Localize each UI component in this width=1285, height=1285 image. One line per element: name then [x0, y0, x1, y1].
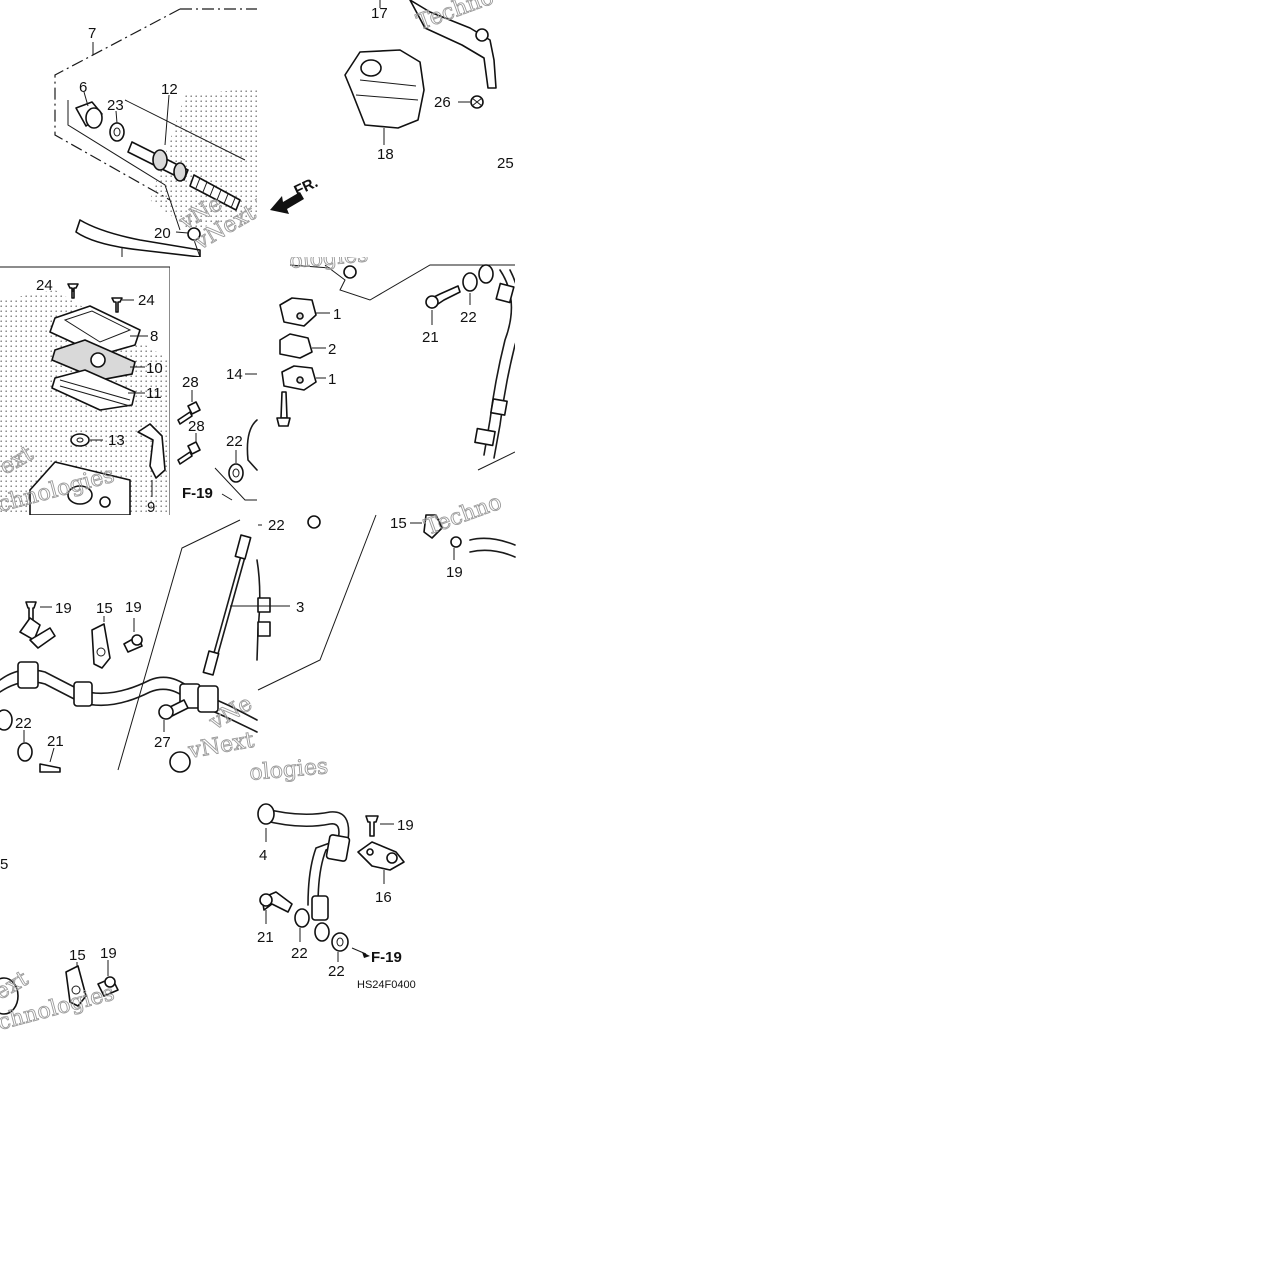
callout-24: 24 — [36, 277, 53, 294]
clamp-bolt-19 — [123, 618, 143, 653]
callout-22: 22 — [268, 517, 285, 534]
master-cylinder-piston-group: vNext Tec vNe 7 6 23 12 20 — [54, 8, 257, 257]
pedal-part — [409, 0, 497, 89]
diaphragm-plate-part — [51, 339, 136, 381]
callout-19: 19 — [125, 599, 142, 616]
callout-8: 8 — [150, 328, 158, 345]
hose-clamp-15 — [91, 616, 111, 669]
reservoir-pedal-group: Techno 17 26 18 25 — [344, 0, 514, 172]
brake-switch-part — [279, 297, 330, 327]
joint-bolt-27 — [158, 699, 189, 732]
reservoir-cap-part — [49, 305, 141, 356]
callout-1: 1 — [328, 371, 336, 388]
switch-screw-part — [276, 391, 291, 427]
rear-brake-hose-part — [257, 803, 351, 921]
small-nut-part — [458, 95, 484, 109]
washer-part — [70, 433, 90, 447]
callout-19: 19 — [446, 564, 463, 581]
master-cylinder-body — [29, 461, 131, 515]
direction-label: FR. — [292, 174, 321, 200]
switch-hose-group: ologies — [276, 242, 515, 471]
callout-26: 26 — [434, 94, 451, 111]
ref-f19: F-19 — [371, 949, 402, 966]
clamp-15-lower — [65, 960, 119, 1007]
piston-cap-part — [75, 101, 103, 129]
piston-assembly-part — [127, 141, 241, 211]
lower-hose-group: ologies 5 4 — [0, 754, 416, 1036]
callout-22: 22 — [291, 945, 308, 962]
callout-22: 22 — [15, 715, 32, 732]
callout-1: 1 — [333, 306, 341, 323]
callout-22: 22 — [328, 963, 345, 980]
callout-19: 19 — [55, 600, 72, 617]
callout-28: 28 — [182, 374, 199, 391]
callout-15: 15 — [96, 600, 113, 617]
pivot-bolt-part — [187, 227, 201, 257]
callout-6: 6 — [79, 79, 87, 96]
master-cylinder-body-group: ext chnologies 24 24 8 10 11 13 9 — [0, 266, 170, 516]
brake-lever-part — [75, 219, 201, 257]
callout-27: 27 — [154, 734, 171, 751]
callout-17: 17 — [371, 5, 388, 22]
svg-text:ologies: ologies — [288, 242, 369, 274]
reservoir-part — [344, 0, 425, 145]
bolt-19-lower — [365, 815, 394, 837]
callout-14: 14 — [226, 366, 243, 383]
callout-28: 28 — [188, 418, 205, 435]
callout-19: 19 — [100, 945, 117, 962]
callout-25: 25 — [497, 155, 514, 172]
ref-f19: F-19 — [182, 485, 213, 502]
sealing-washers-part — [462, 264, 494, 305]
callout-22: 22 — [460, 309, 477, 326]
banjo-bolt-part — [425, 285, 461, 325]
seal-ring-part — [109, 122, 125, 142]
callout-13: 13 — [108, 432, 125, 449]
callout-10: 10 — [146, 360, 163, 377]
brake-hose-clamp-group: 22 3 — [0, 489, 516, 773]
callout-9: 9 — [147, 499, 155, 516]
brake-switch-part — [281, 365, 326, 391]
callout-20: 20 — [154, 225, 171, 242]
figure-code: HS24F0400 — [357, 979, 416, 991]
clamp-16 — [357, 841, 405, 884]
callout-24: 24 — [138, 292, 155, 309]
callout-2: 2 — [328, 341, 336, 358]
callout-12: 12 — [161, 81, 178, 98]
clamp-19-left — [19, 601, 56, 649]
callout-21: 21 — [257, 929, 274, 946]
callout-3: 3 — [296, 599, 304, 616]
front-direction-arrow: FR. — [270, 174, 321, 214]
callout-18: 18 — [377, 146, 394, 163]
callout-16: 16 — [375, 889, 392, 906]
callout-22: 22 — [226, 433, 243, 450]
brake-hose-upper-part — [474, 269, 515, 459]
callout-4: 4 — [259, 847, 267, 864]
callout-5: 5 — [0, 856, 8, 873]
brake-pipe-part — [202, 534, 252, 676]
svg-text:Techno: Techno — [422, 490, 506, 541]
callout-11: 11 — [146, 385, 162, 402]
callout-21: 21 — [47, 733, 64, 750]
front-brake-hose-part — [0, 661, 258, 733]
diaphragm-part — [51, 369, 136, 411]
callout-7: 7 — [88, 25, 96, 42]
svg-text:ologies: ologies — [248, 754, 329, 786]
callout-19: 19 — [397, 817, 414, 834]
callout-15: 15 — [69, 947, 86, 964]
banjo-bolt-21-lower — [259, 891, 293, 924]
clamp-15-right — [410, 514, 462, 560]
callout-21: 21 — [422, 329, 439, 346]
switch-spacer-part — [279, 333, 326, 359]
holder-clamp-part — [137, 423, 166, 479]
callout-15: 15 — [390, 515, 407, 532]
mounting-bolts-28: 28 28 — [177, 374, 205, 465]
banjo-and-switch-leader: 14 22 F-19 — [182, 366, 258, 502]
callout-23: 23 — [107, 97, 124, 114]
